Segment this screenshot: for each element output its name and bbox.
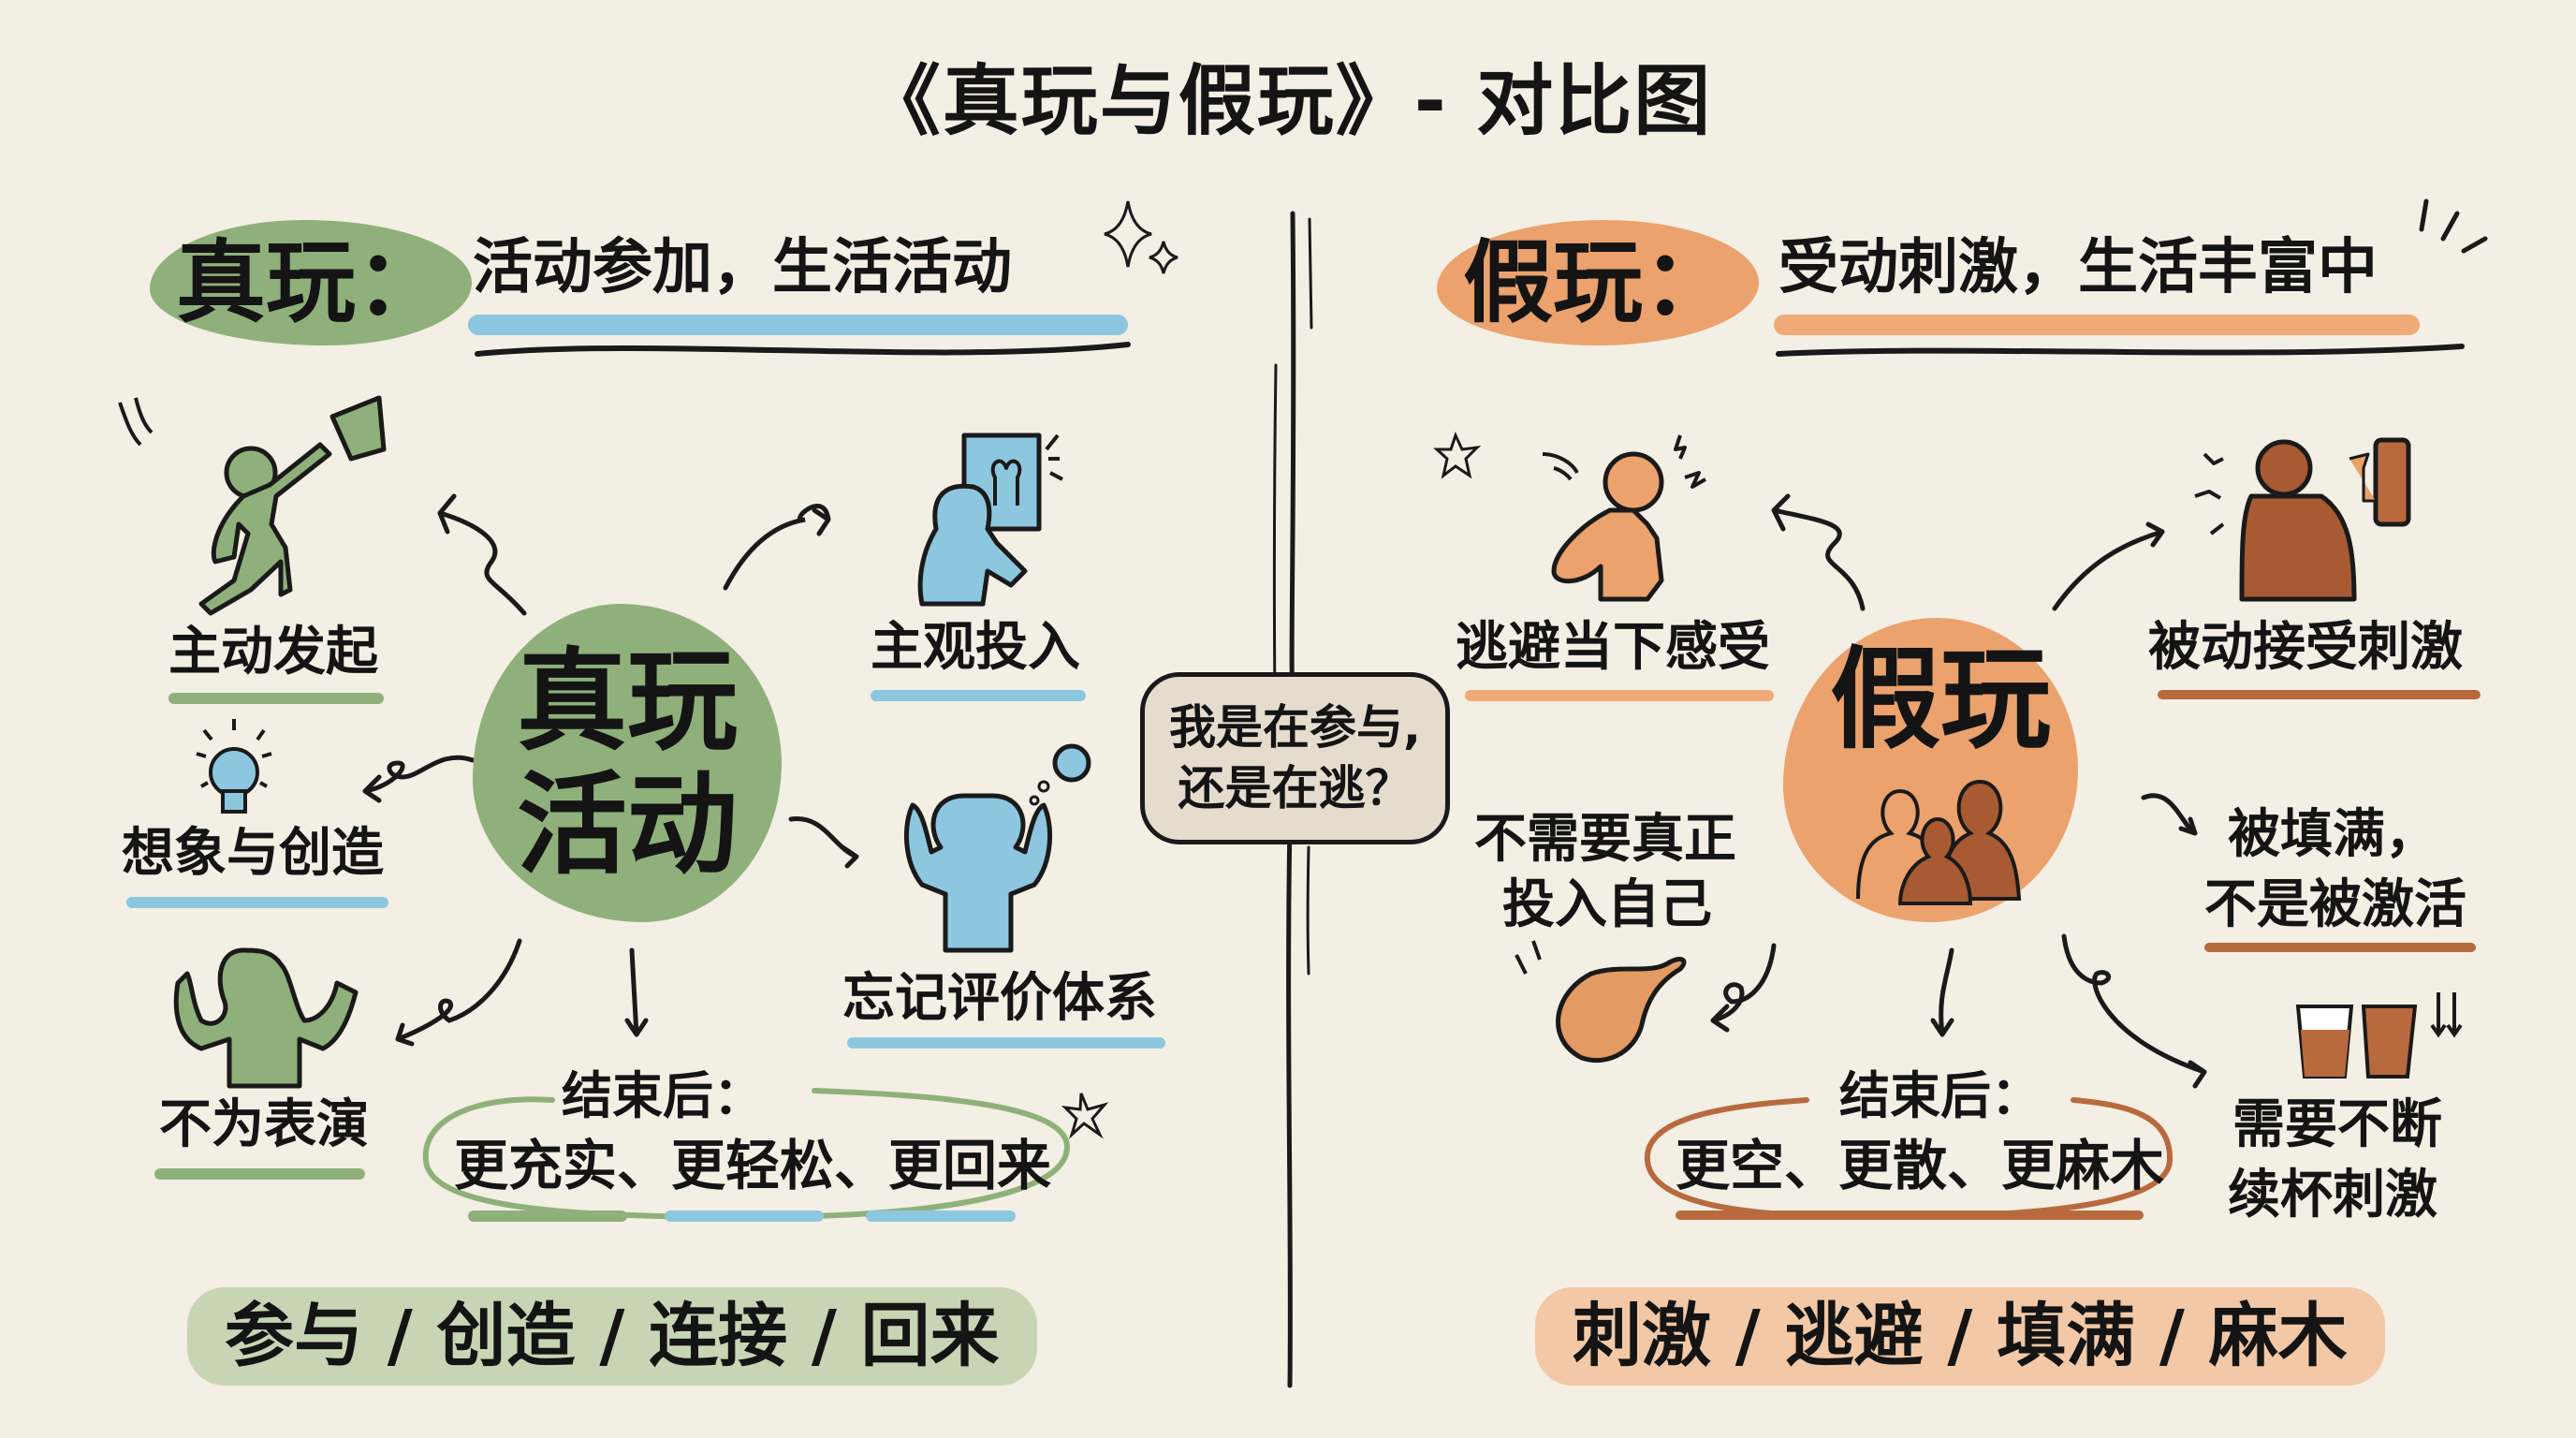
node-underline — [871, 690, 1086, 701]
node-imagination: 想象与创造 — [122, 823, 384, 884]
after-underline — [468, 1211, 627, 1222]
node-underline — [1465, 690, 1774, 701]
after-underline — [665, 1211, 824, 1222]
center-question-bubble: 我是在参与, 还是在逃？ — [1140, 672, 1450, 844]
subtitle-underline-right — [1776, 344, 2465, 357]
star-icon — [1061, 1093, 1109, 1139]
after-body: 更充实、更轻松、更回来 — [454, 1134, 1052, 1197]
after-title: 结束后： — [562, 1066, 764, 1125]
real-play-center-node: 真玩 活动 — [473, 604, 782, 922]
shrugging-figure-icon — [173, 947, 359, 1089]
star-outline-icon — [1433, 431, 1482, 479]
node-underline — [2158, 690, 2481, 699]
question-line-2: 还是在逃？ — [1178, 761, 1412, 815]
node-underline — [847, 1037, 1165, 1049]
subtitle-highlight — [468, 315, 1128, 335]
after-underline — [866, 1211, 1016, 1222]
real-play-label: 真玩： — [150, 220, 472, 346]
node-initiate: 主动发起 — [168, 622, 378, 682]
arms-raised-figure-icon — [903, 743, 1091, 953]
node-forget-evaluation: 忘记评价体系 — [842, 968, 1157, 1029]
node-no-real-input-2: 投入自己 — [1502, 874, 1712, 935]
node-underline — [126, 897, 388, 908]
node-filled-not-activated-1: 被填满， — [2228, 804, 2437, 865]
real-play-footer-keywords: 参与 / 创造 / 连接 / 回来 — [187, 1287, 1037, 1387]
after-title: 结束后： — [1839, 1066, 2042, 1125]
emphasis-lines-icon — [2419, 198, 2488, 254]
node-not-performing: 不为表演 — [159, 1094, 369, 1155]
after-body: 更空、更散、更麻木 — [1676, 1134, 2165, 1197]
node-escape-feelings: 逃避当下感受 — [1456, 617, 1770, 678]
node-underline — [2204, 943, 2476, 952]
real-play-subtitle: 活动参加，生活活动 — [473, 233, 1012, 302]
node-filled-not-activated-2: 不是被激活 — [2204, 874, 2466, 935]
node-passive-stimulation: 被动接受刺激 — [2148, 617, 2463, 678]
node-underline — [168, 693, 384, 704]
node-subjective-input: 主观投入 — [871, 617, 1080, 678]
fake-play-label: 假玩： — [1437, 220, 1759, 346]
fake-play-center-node: 假玩 — [1783, 618, 2078, 922]
center-line-1: 假玩 — [1830, 635, 2052, 764]
node-no-real-input-1: 不需要真正 — [1474, 809, 1736, 870]
crowd-figures-icon — [1856, 779, 2022, 905]
fake-play-footer-keywords: 刺激 / 逃避 / 填满 / 麻木 — [1535, 1287, 2385, 1387]
center-line-2: 活动 — [516, 760, 738, 889]
person-painting-icon — [917, 433, 1063, 607]
covering-face-figure-icon — [1542, 434, 1706, 602]
page-title: 《真玩与假玩》- 对比图 — [863, 57, 1713, 146]
fake-play-subtitle: 受动刺激，生活丰富中 — [1778, 233, 2378, 302]
kite-runner-figure-icon — [118, 395, 387, 616]
sparkle-icon — [1104, 200, 1178, 274]
subtitle-highlight — [1774, 315, 2420, 335]
node-need-refill-2: 续杯刺激 — [2228, 1165, 2437, 1225]
node-underline — [154, 1168, 365, 1180]
center-line-1: 真玩 — [516, 636, 738, 766]
node-need-refill-1: 需要不断 — [2232, 1094, 2442, 1155]
drink-cups-icon — [2295, 992, 2463, 1078]
deflated-balloon-icon — [1515, 940, 1687, 1064]
after-underline — [1676, 1211, 2144, 1220]
subtitle-underline-left — [475, 342, 1131, 357]
lightbulb-icon — [196, 719, 272, 814]
person-watching-screen-icon — [2194, 437, 2411, 602]
question-line-1: 我是在参与, — [1169, 700, 1421, 755]
